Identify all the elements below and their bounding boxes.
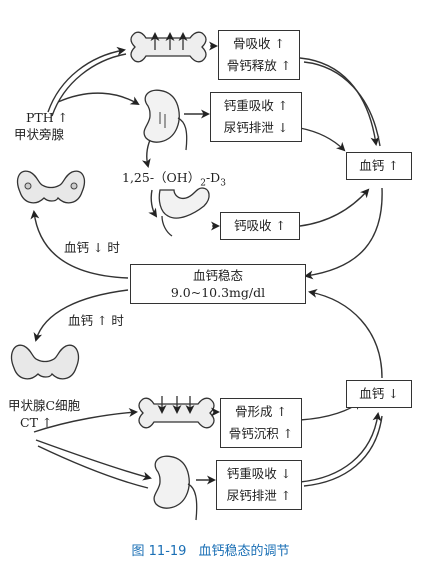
calcium-homeostasis-box: 血钙稳态 9.0~10.3mg/dl bbox=[130, 264, 306, 304]
calcium-low-condition-label: 血钙 ↓ 时 bbox=[64, 240, 120, 255]
gut-effect-box: 钙吸收 ↑ bbox=[220, 212, 300, 240]
pth-label: PTH ↑ bbox=[26, 110, 69, 125]
vitamin-d-label-mid: -D bbox=[205, 170, 221, 185]
calcium-up-result: 血钙 ↑ bbox=[359, 158, 399, 173]
kidney-effect-up-line-1: 钙重吸收 ↑ bbox=[223, 98, 289, 113]
kidney-effect-down-box: 钙重吸收 ↓ 尿钙排泄 ↑ bbox=[216, 460, 302, 510]
thyroid-c-cell-icon bbox=[10, 344, 80, 380]
calcium-down-result-box: 血钙 ↓ bbox=[346, 380, 412, 408]
bone-effect-up-box: 骨吸收 ↑ 骨钙释放 ↑ bbox=[218, 30, 300, 80]
parathyroid-label: 甲状旁腺 bbox=[14, 127, 65, 142]
bone-effect-down-line-2: 骨钙沉积 ↑ bbox=[228, 426, 294, 441]
bone-effect-up-line-1: 骨吸收 ↑ bbox=[233, 36, 285, 51]
figure-number: 图 11-19 bbox=[131, 544, 187, 559]
bone-icon bbox=[130, 31, 207, 63]
kidney-effect-up-box: 钙重吸收 ↑ 尿钙排泄 ↓ bbox=[210, 92, 302, 142]
kidney-effect-down-line-2: 尿钙排泄 ↑ bbox=[226, 488, 292, 503]
ct-label: CT ↑ bbox=[20, 415, 53, 430]
bone-effect-down-box: 骨形成 ↑ 骨钙沉积 ↑ bbox=[220, 398, 302, 448]
homeostasis-title: 血钙稳态 bbox=[192, 268, 243, 283]
kidney-effect-down-line-1: 钙重吸收 ↓ bbox=[226, 466, 292, 481]
vitamin-d-sub1: 2 bbox=[200, 178, 206, 189]
homeostasis-range: 9.0~10.3mg/dl bbox=[170, 285, 266, 300]
kidney-effect-up-line-2: 尿钙排泄 ↓ bbox=[223, 120, 289, 135]
thyroid-gland-icon bbox=[16, 170, 86, 204]
bone-icon-lower bbox=[138, 396, 215, 429]
bone-effect-down-line-1: 骨形成 ↑ bbox=[235, 404, 287, 419]
thyroid-c-cell-label: 甲状腺C细胞 bbox=[8, 398, 81, 413]
figure-title: 血钙稳态的调节 bbox=[198, 544, 290, 559]
vitamin-d-label: 1,25-（OH）2-D3 bbox=[122, 170, 226, 192]
kidney-icon-lower bbox=[153, 455, 198, 521]
figure-caption: 图 11-19 血钙稳态的调节 bbox=[0, 540, 421, 559]
vitamin-d-sub2: 3 bbox=[220, 178, 226, 189]
kidney-icon bbox=[143, 89, 188, 151]
calcium-down-result: 血钙 ↓ bbox=[359, 386, 399, 401]
vitamin-d-label-main: 1,25-（OH） bbox=[122, 170, 201, 185]
gut-effect-line: 钙吸收 ↑ bbox=[234, 218, 286, 233]
stomach-icon bbox=[158, 187, 210, 237]
bone-effect-up-line-2: 骨钙释放 ↑ bbox=[226, 58, 292, 73]
calcium-up-result-box: 血钙 ↑ bbox=[346, 152, 412, 180]
calcium-high-condition-label: 血钙 ↑ 时 bbox=[68, 313, 124, 328]
